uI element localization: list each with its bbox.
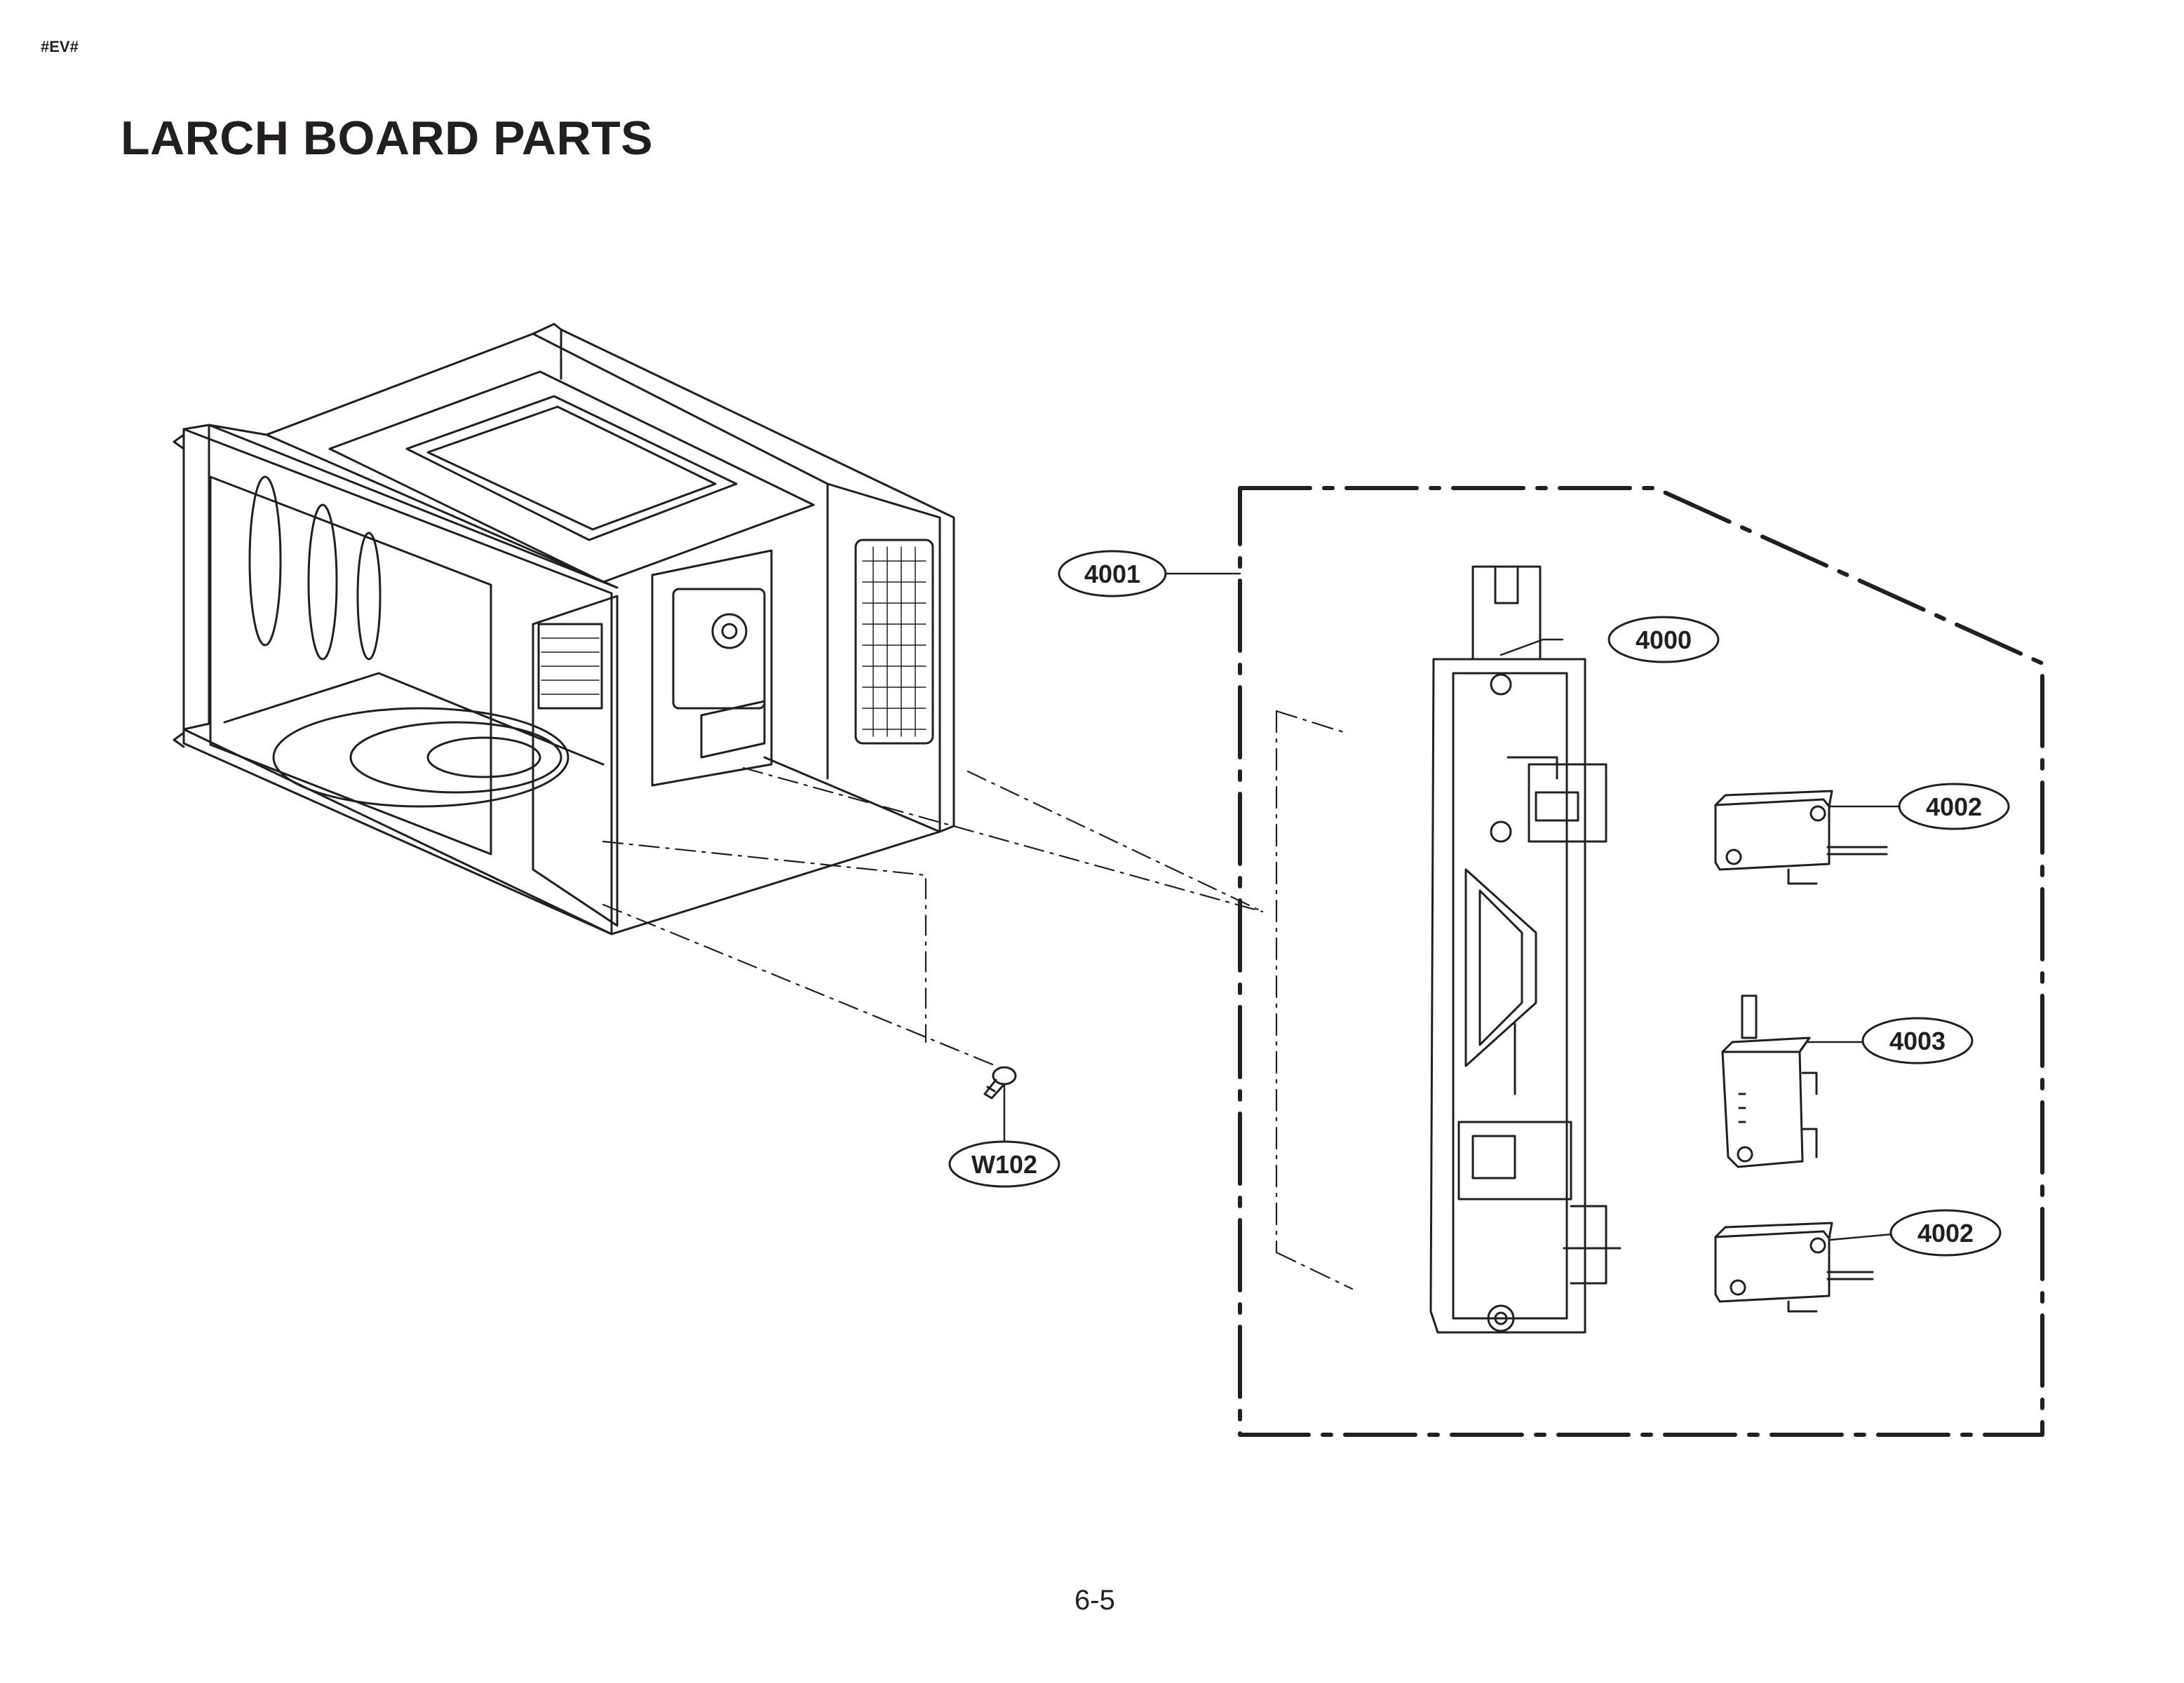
micro-switch-4003-drawing [1721, 994, 1818, 1168]
assembly-leader-lines [602, 766, 1264, 1067]
callout-4003: 4003 [1861, 1017, 1974, 1064]
callout-4001-label: 4001 [1084, 560, 1140, 588]
callout-4002-top: 4002 [1898, 783, 2010, 830]
callout-4002-bottom: 4002 [1889, 1209, 2002, 1257]
micro-switch-4002-bottom-drawing [1714, 1222, 1874, 1313]
callout-4000-label: 4000 [1636, 626, 1692, 654]
latch-bracket-drawing [1429, 565, 1622, 1334]
callout-4002-bottom-label: 4002 [1917, 1219, 1974, 1248]
callout-w102-label: W102 [971, 1150, 1037, 1179]
callout-4003-label: 4003 [1889, 1027, 1946, 1055]
callout-4002-top-label: 4002 [1926, 792, 1982, 821]
callout-w102: W102 [948, 1140, 1060, 1188]
micro-switch-4002-top-drawing [1714, 790, 1888, 885]
callout-4000: 4000 [1607, 616, 1720, 663]
page-title: LARCH BOARD PARTS [121, 111, 653, 165]
callout-4001: 4001 [1058, 550, 1167, 597]
document-code: #EV# [41, 38, 79, 55]
callout-leader-lines [1003, 572, 1903, 1241]
page-number: 6-5 [1074, 1585, 1115, 1616]
assembly-boundary-box [1238, 486, 2044, 1437]
bracket-guide-lines [1275, 710, 1354, 1290]
screw-w102-drawing [983, 1066, 1017, 1100]
microwave-cavity-drawing [173, 323, 955, 935]
